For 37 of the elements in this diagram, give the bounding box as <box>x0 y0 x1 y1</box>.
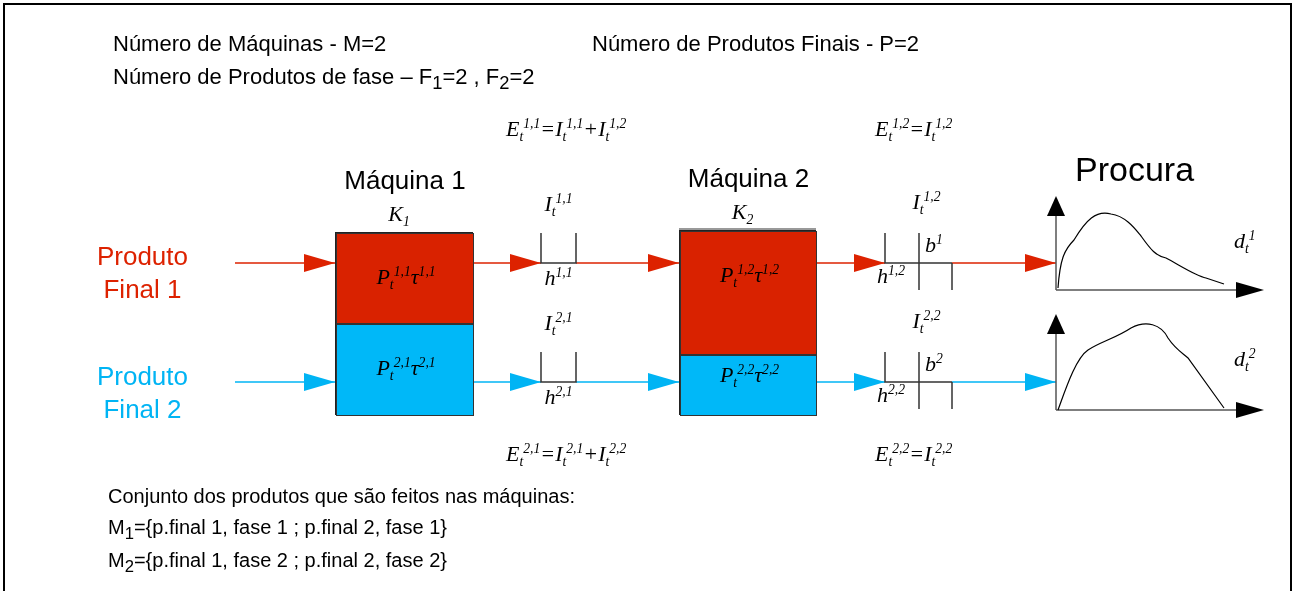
holding-cost-symbol: h$^{2,1}$ <box>543 384 574 410</box>
capacity-symbol: K$_{2}$ <box>730 199 755 225</box>
production-term: P$_{t}$$^{2,2}$τ$^{2,2}$ <box>718 362 781 388</box>
product-block <box>680 231 817 355</box>
machine-heading: Máquina 1 <box>343 165 467 196</box>
graph-heading: Procura <box>1075 150 1195 189</box>
flow-arrow <box>575 373 680 391</box>
parameter-text: Número de Produtos Finais - P=2 <box>592 31 920 57</box>
holding-cost-symbol: h$^{2,2}$ <box>876 382 906 408</box>
flow-arrow <box>234 254 336 272</box>
holding-cost-symbol: h$^{1,1}$ <box>543 265 574 291</box>
flow-arrow <box>951 254 1057 272</box>
note-text: M$_{2}$={p.final 1, fase 2 ; p.final 2, fase 2} <box>108 549 447 577</box>
product-block <box>680 355 817 416</box>
production-term: P$_{t}$$^{1,1}$τ$^{1,1}$ <box>375 264 437 290</box>
product-label: Produto Final 2 <box>95 360 190 426</box>
flow-arrow <box>815 373 886 391</box>
production-term: P$_{t}$$^{1,2}$τ$^{1,2}$ <box>718 262 781 288</box>
parameter-text: Número de Produtos de fase – F$_{1}$=2 , F$_{2}$=2 <box>113 64 535 95</box>
backlog-cost-symbol: b$^{2}$ <box>925 351 943 377</box>
note-text: M$_{1}$={p.final 1, fase 1 ; p.final 2, fase 1} <box>108 516 447 544</box>
flow-arrow <box>951 373 1057 391</box>
flow-arrow <box>575 254 680 272</box>
product-block <box>336 233 474 324</box>
flow-arrow <box>472 254 542 272</box>
flow-arrow <box>815 254 886 272</box>
capacity-symbol: K$_{1}$ <box>387 201 411 227</box>
flow-arrow <box>234 373 336 391</box>
flow-arrow <box>472 373 542 391</box>
holding-cost-symbol: h$^{1,2}$ <box>876 263 906 289</box>
backlog-cost-symbol: b$^{1}$ <box>925 232 943 258</box>
machine-heading: Máquina 2 <box>686 163 811 194</box>
product-label: Produto Final 1 <box>95 240 190 306</box>
note-text: Conjunto dos produtos que são feitos nas máquinas: <box>108 485 575 508</box>
production-term: P$_{t}$$^{2,1}$τ$^{2,1}$ <box>375 355 437 381</box>
parameter-text: Número de Máquinas - M=2 <box>113 31 387 57</box>
product-block <box>336 324 474 416</box>
